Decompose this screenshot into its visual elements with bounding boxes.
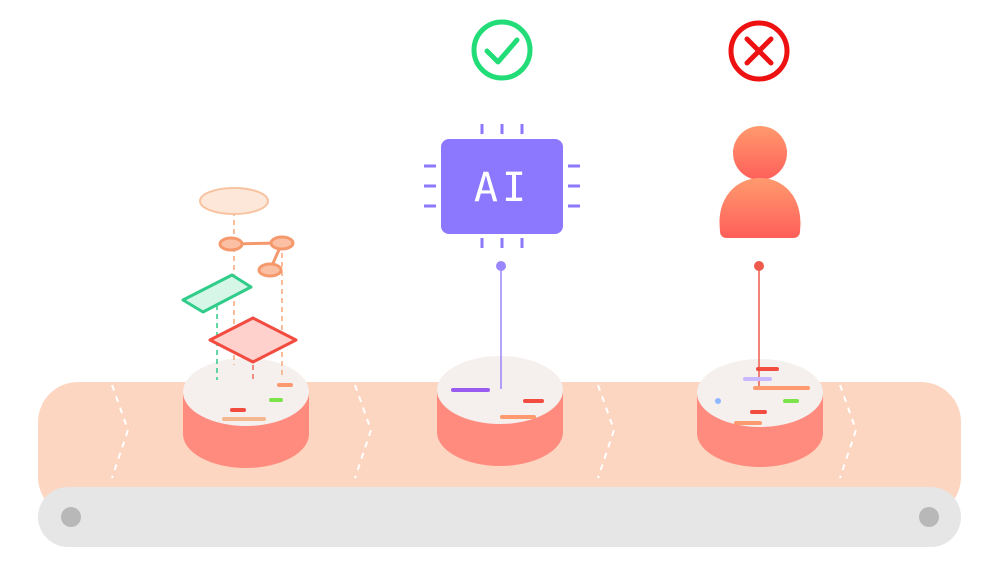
station-ai: AI xyxy=(424,19,580,466)
disc-data-marks xyxy=(222,383,293,421)
check-circle-icon xyxy=(471,19,533,81)
chip-pins xyxy=(424,124,580,248)
disc-human-dot xyxy=(715,398,721,404)
roller-left-dot xyxy=(61,507,81,527)
person-head xyxy=(733,126,787,180)
belt-roller xyxy=(38,487,961,547)
disc-ai xyxy=(437,266,563,466)
roller-right-dot xyxy=(919,507,939,527)
layer-ellipse xyxy=(199,187,269,215)
disc-data xyxy=(183,358,309,468)
station-data xyxy=(181,187,309,468)
disc-ai-marks xyxy=(451,388,544,419)
layer-green-plane xyxy=(181,273,253,314)
person-icon xyxy=(719,126,801,238)
layer-red-diamond xyxy=(208,316,298,364)
chip-label: AI xyxy=(474,165,530,211)
disc-human-marks xyxy=(734,367,810,425)
disc-human xyxy=(697,266,823,467)
layer-graph-nodes xyxy=(218,235,295,278)
chip-icon: AI xyxy=(424,124,580,248)
belt-chevrons xyxy=(111,384,858,479)
station-human xyxy=(697,20,823,467)
chip-body xyxy=(441,139,563,234)
person-body xyxy=(719,178,801,238)
layers-icon xyxy=(181,187,298,380)
x-circle-icon xyxy=(728,20,790,82)
